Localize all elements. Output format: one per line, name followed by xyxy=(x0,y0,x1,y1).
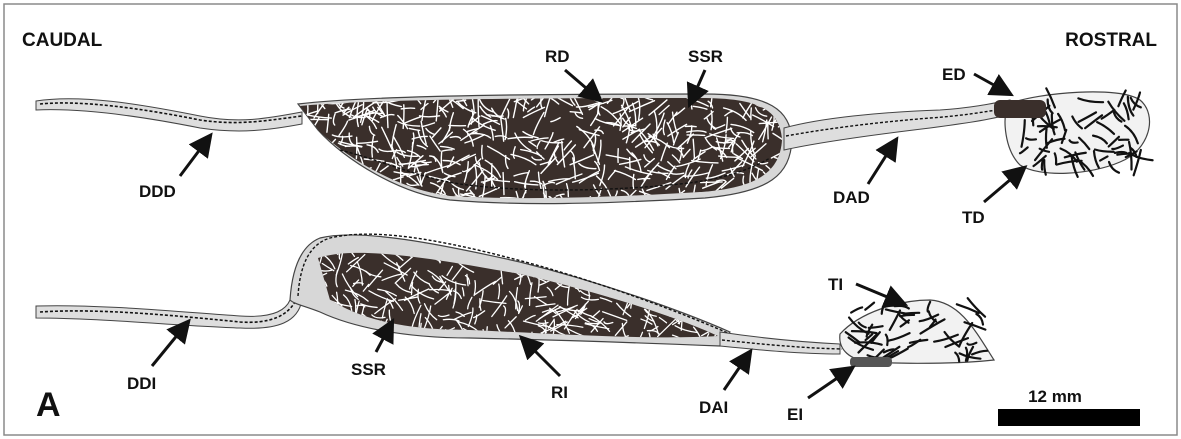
dai-label: DAI xyxy=(699,398,728,417)
figure-frame xyxy=(4,4,1177,435)
tissue-streak xyxy=(717,148,730,149)
tissue-streak xyxy=(900,315,914,316)
ssr-top-label: SSR xyxy=(688,47,723,66)
ei-label: EI xyxy=(787,405,803,424)
td-label: TD xyxy=(962,208,985,227)
panel-letter: A xyxy=(36,386,61,424)
tissue-streak xyxy=(503,173,504,195)
tissue-streak xyxy=(403,105,404,129)
tissue-streak xyxy=(1117,154,1130,155)
ei-dark-band xyxy=(850,357,892,367)
ddi-label: DDI xyxy=(127,374,156,393)
tissue-streak xyxy=(633,174,634,188)
ssr-bottom-label: SSR xyxy=(351,360,386,379)
ri-label: RI xyxy=(551,383,568,402)
tissue-streak xyxy=(701,182,722,183)
ti-label: TI xyxy=(828,275,843,294)
tissue-streak xyxy=(538,323,548,324)
scale-bar-label: 12 mm xyxy=(1028,387,1082,406)
ed-dark-band xyxy=(994,100,1046,118)
tissue-streak xyxy=(1115,152,1127,153)
rd-label: RD xyxy=(545,47,570,66)
scale-bar xyxy=(998,409,1140,426)
ed-label: ED xyxy=(942,65,966,84)
rostral-label: ROSTRAL xyxy=(1065,30,1157,51)
tissue-streak xyxy=(966,348,967,361)
ddd-label: DDD xyxy=(139,182,176,201)
dad-label: DAD xyxy=(833,188,870,207)
caudal-label: CAUDAL xyxy=(22,30,103,51)
